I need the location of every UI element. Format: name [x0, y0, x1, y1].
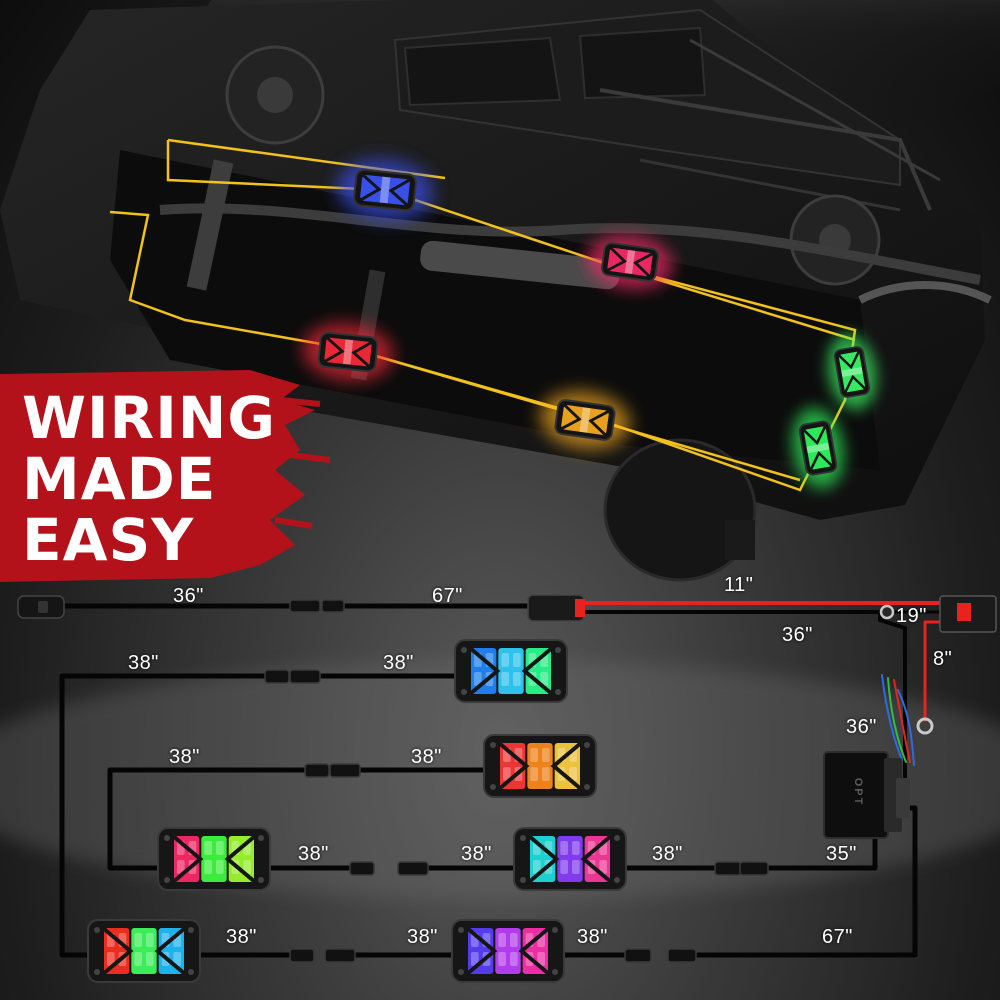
vehicle-pod-5	[827, 333, 877, 411]
length-label-pod4-out: 38"	[652, 843, 683, 865]
diagram-pod-2	[483, 734, 597, 798]
length-label-pod1-in: 38"	[128, 652, 159, 674]
cable-connectors	[264, 599, 769, 963]
diagram-pod-6	[451, 919, 565, 983]
length-label-return: 67"	[822, 926, 853, 948]
length-label-fuse-lead: 19"	[896, 605, 927, 627]
banner-line-1: WIRING	[22, 384, 276, 452]
vehicle-pod-6	[791, 407, 845, 489]
spare-tire	[603, 438, 757, 582]
ground-ring-terminal	[879, 604, 895, 620]
length-label-extension: 67"	[432, 585, 463, 607]
banner-headline: WIRING MADE EASY	[22, 388, 276, 571]
length-label-pod4-in: 38"	[461, 843, 492, 865]
diagram-pod-1	[454, 639, 568, 703]
length-label-pod6-out: 38"	[577, 926, 608, 948]
diagram-pod-group	[87, 639, 627, 983]
length-label-pod3-out: 38"	[298, 843, 329, 865]
length-label-pod2-in: 38"	[169, 746, 200, 768]
muffler	[420, 240, 620, 290]
vehicle-pod-2	[587, 234, 673, 290]
length-label-pod1-out: 38"	[383, 652, 414, 674]
diagram-pod-4	[513, 827, 627, 891]
battery-ring-terminal	[916, 717, 934, 735]
length-label-controller-out: 35"	[826, 843, 857, 865]
vehicle-pod-1	[337, 159, 433, 221]
banner-line-2: MADE	[22, 445, 217, 513]
diagram-pod-3	[157, 827, 271, 891]
banner-line-3: EASY	[22, 506, 195, 574]
length-label-fuse-to-ring: 8"	[933, 648, 953, 670]
vehicle-pod-4	[539, 391, 631, 449]
banner-brush	[0, 370, 331, 582]
length-label-pod2-out: 38"	[411, 746, 442, 768]
diagram-pod-5	[87, 919, 201, 983]
length-label-switch-lead: 36"	[173, 585, 204, 607]
length-label-pod6-in: 38"	[407, 926, 438, 948]
length-label-ground-lead: 36"	[782, 624, 813, 646]
length-label-pod5-out: 38"	[226, 926, 257, 948]
length-label-battery-red: 11"	[724, 574, 754, 596]
module-logo: OPT	[852, 777, 864, 807]
length-label-module-lead: 36"	[846, 716, 877, 738]
vehicle-silhouette	[0, 0, 992, 582]
vehicle-pod-3	[302, 323, 394, 381]
control-module	[823, 751, 910, 839]
vehicle-pod-group	[302, 159, 877, 489]
